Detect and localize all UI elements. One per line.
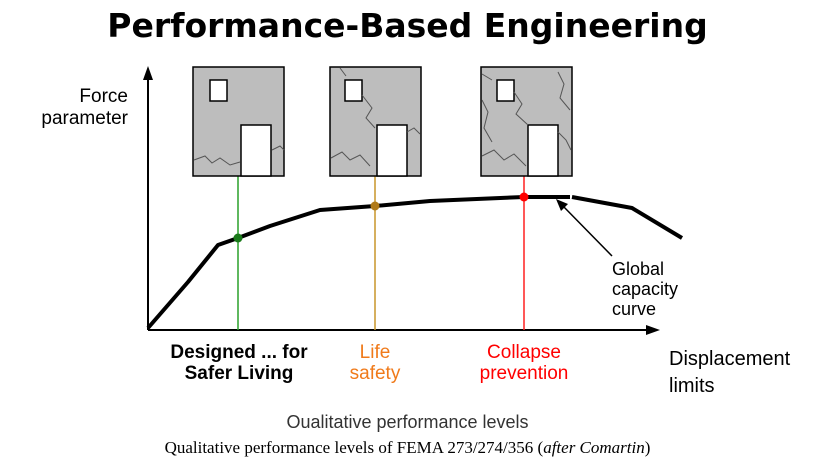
building-icon-life-safety — [329, 66, 422, 177]
level-marker-collapse — [519, 192, 529, 202]
building-icon-designed — [192, 66, 285, 177]
x-axis-label-line2: limits — [669, 375, 715, 397]
subtitle: Oualitative performance levels — [286, 412, 529, 432]
x-axis-label: Displacement limits — [669, 346, 790, 400]
level-label-designed-line2: Safer Living — [184, 363, 294, 384]
y-axis-label-line1: Force — [79, 86, 128, 107]
capacity-curve — [146, 195, 570, 330]
capacity-curve-label-line1: Global — [612, 259, 665, 279]
level-label-life-safety: Life safety — [340, 342, 410, 384]
level-label-collapse-line2: prevention — [479, 363, 569, 384]
caption-italic: after Comartin — [543, 438, 645, 457]
level-label-collapse: Collapse prevention — [466, 342, 582, 384]
caption-suffix: ) — [644, 438, 651, 457]
building-icon-collapse — [480, 66, 573, 177]
level-label-life-safety-line1: Life — [359, 342, 391, 363]
caption: Qualitative performance levels of FEMA 2… — [0, 438, 815, 458]
y-axis-label: Force parameter — [6, 86, 128, 130]
capacity-curve-label-line3: curve — [612, 299, 657, 319]
capacity-curve-label: Global capacity curve — [612, 259, 678, 319]
capacity-curve-label-line2: capacity — [612, 279, 679, 299]
axes — [143, 66, 660, 335]
x-axis-arrow-icon — [646, 325, 660, 335]
level-marker-designed — [233, 233, 243, 243]
x-axis-label-line1: Displacement — [669, 348, 791, 370]
y-axis-label-line2: parameter — [41, 108, 128, 129]
level-label-collapse-line1: Collapse — [487, 342, 561, 363]
level-label-life-safety-line2: safety — [349, 363, 401, 384]
diagram-title: Performance-Based Engineering — [107, 6, 708, 45]
capacity-curve-tail — [571, 195, 684, 240]
level-label-designed-line1: Designed ... for — [170, 342, 308, 363]
caption-prefix: Qualitative performance levels of FEMA 2… — [164, 438, 544, 457]
curve-pointer-line — [561, 204, 613, 257]
level-label-designed: Designed ... for Safer Living — [160, 342, 318, 384]
curve-pointer-arrow-icon — [556, 199, 568, 211]
level-marker-life-safety — [370, 201, 380, 211]
y-axis-arrow-icon — [143, 66, 153, 80]
